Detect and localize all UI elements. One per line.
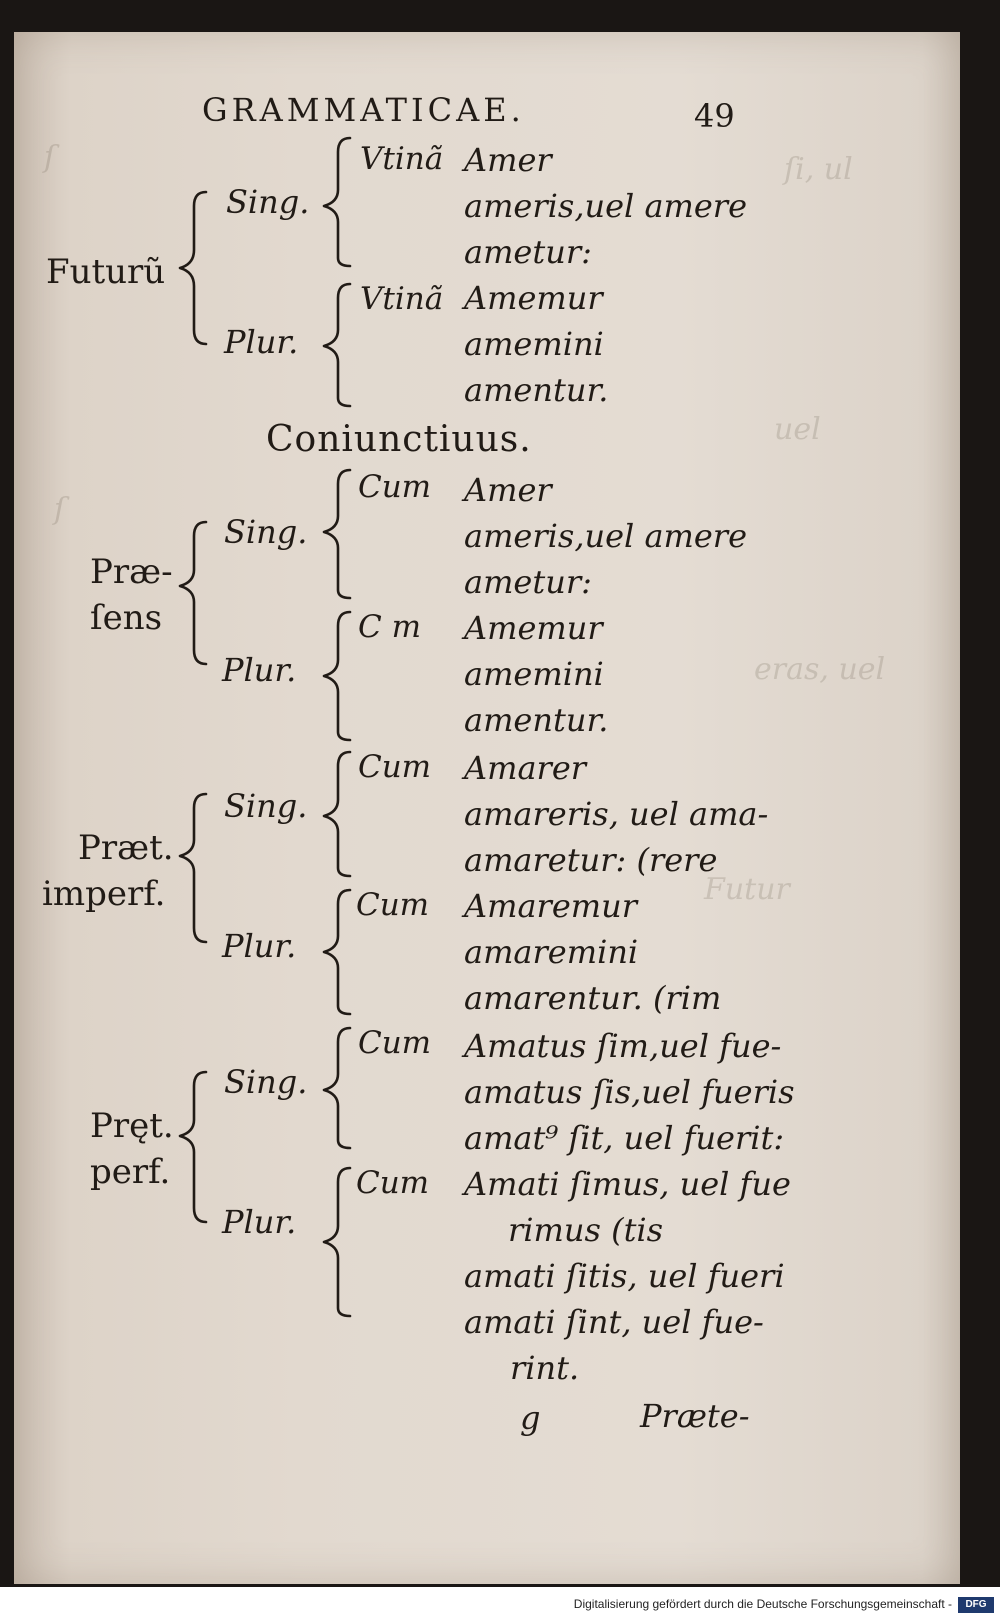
verb-form: Amemur [464,609,603,647]
particle: C m [358,609,421,645]
tense-praesens-line2: ſens [90,598,163,638]
section-title: Coniunctiuus. [266,419,532,460]
verb-form: amentur. [464,701,609,739]
page-number: 49 [694,97,735,135]
verb-form: ameris,uel amere [464,187,748,225]
verb-form: Amaremur [464,887,638,925]
particle: Vtinã [360,281,444,317]
credit-text: Digitalisierung gefördert durch die Deut… [573,1597,952,1611]
brace-praesens-sing [322,468,352,600]
tense-praesens-line1: Præ- [90,552,173,592]
number-plur: Plur. [222,927,297,965]
verb-form: Amer [464,141,552,179]
particle: Cum [358,749,432,785]
verb-form: amareris, uel ama- [464,795,769,833]
number-plur: Plur. [222,651,297,689]
brace-perfectum-sing [322,1026,352,1150]
dfg-logo-icon: DFG [958,1597,994,1613]
number-sing: Sing. [224,787,308,825]
verb-form: amentur. [464,371,609,409]
verb-form: amemini [464,325,604,363]
verb-form: amaremini [464,933,639,971]
verb-form: amati ſint, uel fue- [464,1303,764,1341]
brace-perfectum [178,1070,208,1224]
verb-form: amemini [464,655,604,693]
verb-form: amaretur: (rere [464,841,718,879]
verb-form: amatus ſis,uel fueris [464,1073,795,1111]
catchword: Præte- [640,1397,750,1435]
number-plur: Plur. [222,1203,297,1241]
brace-futurum [178,190,208,346]
verb-form: Amarer [464,749,587,787]
verb-form: Amer [464,471,552,509]
credit-bar: Digitalisierung gefördert durch die Deut… [0,1587,1000,1617]
tense-imperfectum-line1: Præt. [78,828,174,868]
verb-form: amat⁹ ſit, uel fuerit: [464,1119,785,1157]
signature-mark: g [520,1399,541,1437]
brace-praesens-plur [322,610,352,742]
particle: Cum [356,887,430,923]
number-sing: Sing. [224,513,308,551]
tense-futurum: Futurũ [46,252,166,292]
number-plur: Plur. [224,323,299,361]
brace-imperfectum-plur [322,888,352,1016]
verb-form: amarentur. (rim [464,979,722,1017]
particle: Cum [358,1025,432,1061]
book-page: ſ ſi, ul uel ſ eras, uel Futur [14,32,960,1584]
tense-perfectum-line1: Pręt. [90,1106,174,1146]
tense-perfectum-line2: perf. [90,1152,171,1192]
brace-futurum-sing [322,136,352,268]
verb-form: Amati ſimus, uel fue [464,1165,791,1203]
particle: Cum [358,469,432,505]
particle: Vtinã [360,141,444,177]
particle: Cum [356,1165,430,1201]
brace-futurum-plur [322,282,352,408]
brace-imperfectum [178,792,208,944]
verb-form: ameris,uel amere [464,517,748,555]
number-sing: Sing. [226,183,310,221]
brace-praesens [178,520,208,666]
verb-form: Amemur [464,279,603,317]
verb-form: rimus (tis [508,1211,664,1249]
verb-form: rint. [510,1349,580,1387]
tense-imperfectum-line2: imperf. [42,874,166,914]
brace-perfectum-plur [322,1166,352,1318]
running-header: GRAMMATICAE. [202,91,525,129]
number-sing: Sing. [224,1063,308,1101]
verb-form: ametur: [464,563,592,601]
verb-form: ametur: [464,233,592,271]
brace-imperfectum-sing [322,750,352,878]
verb-form: amati ſitis, uel fueri [464,1257,785,1295]
verb-form: Amatus ſim,uel fue- [464,1027,782,1065]
